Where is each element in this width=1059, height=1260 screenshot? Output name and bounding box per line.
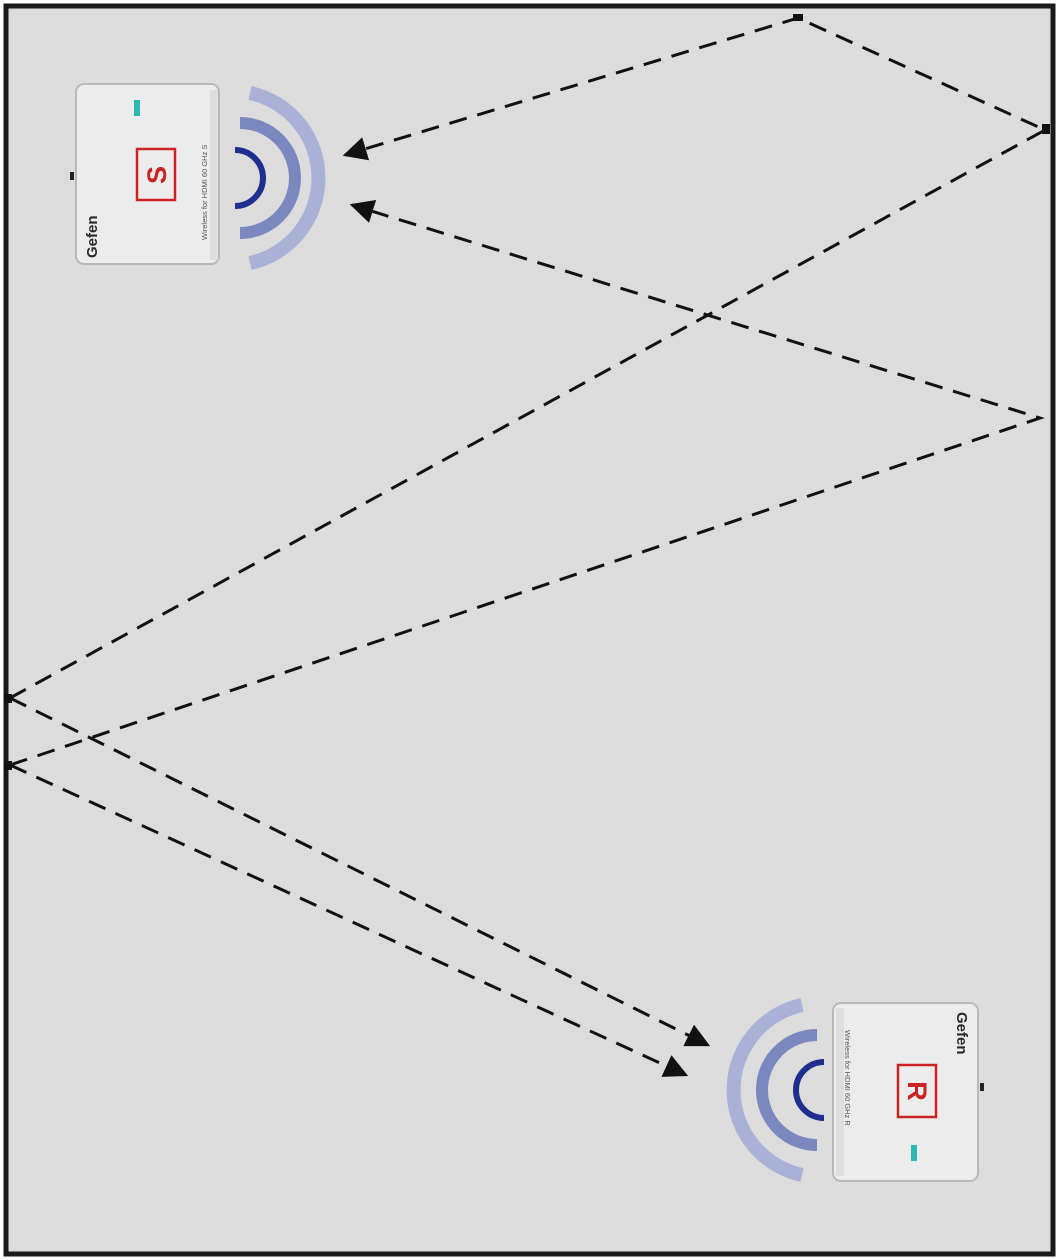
wireless-signal-icon [239,117,301,239]
sender-connector [70,172,74,180]
sender-label-letter: S [142,166,172,184]
reflection-point-left-upper [4,694,12,703]
wireless-signal-icon [793,1059,825,1121]
receiver-brand: Gefen [953,1012,970,1055]
receiver-device-shadow-edge [836,1008,844,1176]
sender-brand: Gefen [84,215,101,258]
reflection-points [4,14,1050,770]
receiver-device: R Gefen Wireless for HDMI 60 GHz R [726,998,984,1182]
sender-device: S Gefen Wireless for HDMI 60 GHz S [70,83,326,270]
wireless-signal-icon [726,998,804,1182]
sender-device-shadow-edge [210,90,218,260]
receiver-signal-waves [726,998,825,1182]
receiver-label-box [896,1063,938,1119]
wireless-signal-icon [248,86,326,270]
sender-status-led [134,100,140,116]
receiver-model: Wireless for HDMI 60 GHz R [843,1030,852,1126]
receiver-device-body [832,1002,979,1182]
wireless-signal-icon [234,147,266,209]
signal-path-right-reflection [9,199,1045,767]
reflection-point-right-upper [1042,124,1050,134]
signal-paths [9,16,1049,1077]
receiver-label-letter: R [902,1081,932,1101]
receiver-status-led [911,1145,917,1161]
sender-label-box [135,147,177,202]
sender-device-body [75,83,220,265]
signal-path-top-reflection [9,16,1049,700]
reflection-point-top [793,14,803,21]
wireless-signal-icon [756,1029,818,1151]
receiver-connector [980,1083,984,1091]
signal-path-to-receiver-upper [9,696,711,1047]
reflection-point-left-lower [4,761,12,770]
sender-model: Wireless for HDMI 60 GHz S [200,145,209,240]
signal-path-to-receiver-lower [9,763,689,1077]
sender-signal-waves [234,86,326,270]
